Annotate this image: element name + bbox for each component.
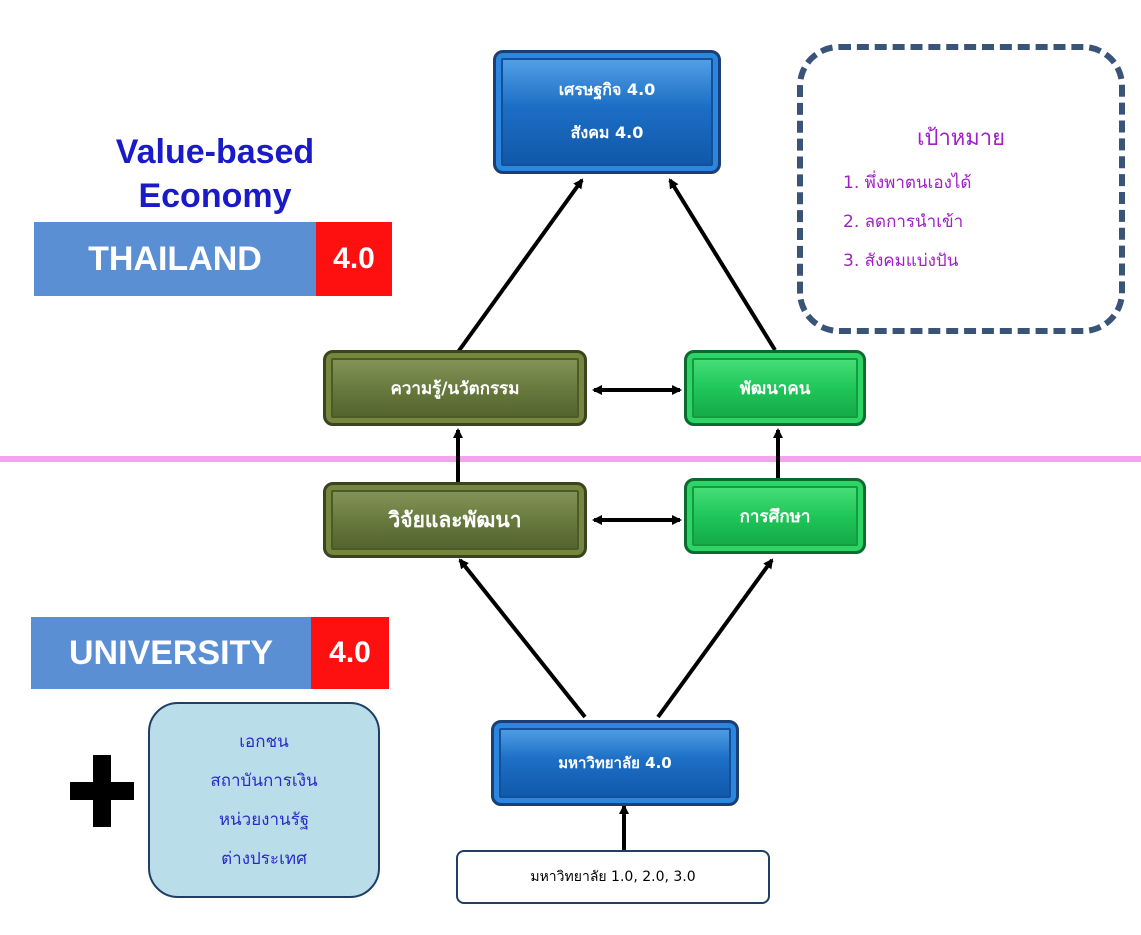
goal-item-2: 2. ลดการนำเข้า [843,212,964,232]
education-label: การศึกษา [739,506,811,527]
university-version: 4.0 [311,617,389,689]
people-development-box: พัฒนาคน [684,350,866,426]
economy-society-box: เศรษฐกิจ 4.0 สังคม 4.0 [493,50,721,174]
goal-title: เป้าหมาย [916,126,1006,151]
research-label: วิจัยและพัฒนา [388,507,522,532]
society-label: สังคม 4.0 [570,123,644,142]
university-4-label: มหาวิทยาลัย 4.0 [558,754,672,772]
partner-private: เอกชน [239,732,289,752]
page-title: Value-based Economy [60,130,370,218]
university-previous-box: มหาวิทยาลัย 1.0, 2.0, 3.0 [456,850,770,904]
title-line2: Economy [138,177,292,215]
knowledge-label: ความรู้/นวัตกรรม [390,378,520,399]
title-line1: Value-based [115,133,315,171]
goal-item-1: 1. พึ่งพาตนเองได้ [843,173,972,193]
goal-item-3: 3. สังคมแบ่งปัน [843,251,959,271]
arrow-university-to-education [656,558,774,719]
partner-government: หน่วยงานรัฐ [218,810,310,830]
plus-icon [70,755,134,827]
arrow-knowledge-to-top [456,178,584,354]
economy-label: เศรษฐกิจ 4.0 [558,80,656,99]
knowledge-innovation-box: ความรู้/นวัตกรรม [323,350,587,426]
partner-financial: สถาบันการเงิน [210,771,318,791]
research-development-box: วิจัยและพัฒนา [323,482,587,558]
partner-foreign: ต่างประเทศ [221,849,307,869]
thailand-label: THAILAND [34,222,316,296]
university-label: UNIVERSITY [31,617,311,689]
arrow-university-to-research [458,558,587,719]
education-box: การศึกษา [684,478,866,554]
university-4-box: มหาวิทยาลัย 4.0 [491,720,739,806]
divider-line [0,456,1141,462]
partners-box: เอกชน สถาบันการเงิน หน่วยงานรัฐ ต่างประเ… [148,702,380,898]
people-label: พัฒนาคน [739,378,811,399]
thailand-version: 4.0 [316,222,392,296]
university-previous-label: มหาวิทยาลัย 1.0, 2.0, 3.0 [530,869,696,885]
arrow-people-to-top [668,178,777,352]
goal-box: เป้าหมาย 1. พึ่งพาตนเองได้ 2. ลดการนำเข้… [797,44,1125,334]
